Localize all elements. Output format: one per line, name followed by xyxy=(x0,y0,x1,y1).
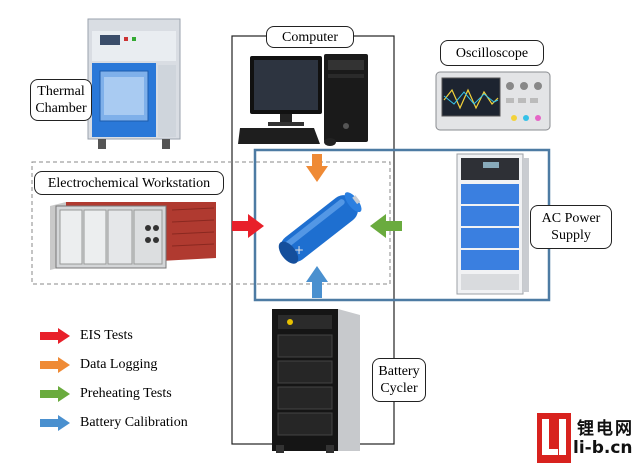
thermal-chamber-label-line1: Thermal xyxy=(37,84,85,99)
thermal-chamber-label-line2: Chamber xyxy=(35,101,87,116)
legend-item-battery-calibration: Battery Calibration xyxy=(40,413,188,433)
eis-tests-arrow xyxy=(232,214,264,238)
oscilloscope-image xyxy=(435,71,551,131)
ac-power-supply-label-line2: Supply xyxy=(551,228,591,243)
battery-calibration-arrow xyxy=(306,266,328,298)
preheating-tests-arrow xyxy=(370,214,402,238)
battery-cycler-label-line2: Cycler xyxy=(380,381,418,396)
svg-text:+: + xyxy=(294,243,304,257)
thermal-chamber-label: Thermal Chamber xyxy=(30,79,92,121)
battery-cell-image: + xyxy=(278,192,362,264)
battery-cycler-label: Battery Cycler xyxy=(372,358,426,402)
legend-item-preheating-tests: Preheating Tests xyxy=(40,384,172,404)
legend-label: Data Logging xyxy=(80,357,158,372)
oscilloscope-label-text: Oscilloscope xyxy=(455,45,529,61)
legend-label: Battery Calibration xyxy=(80,415,188,430)
green-arrow-icon xyxy=(40,386,70,402)
watermark-logo-mark xyxy=(537,413,571,463)
ac-power-supply-label: AC Power Supply xyxy=(530,205,612,249)
computer-label: Computer xyxy=(266,26,354,48)
logo-li-icon xyxy=(542,419,566,455)
blue-arrow-icon xyxy=(40,415,70,431)
legend-label: Preheating Tests xyxy=(80,386,172,401)
legend-label: EIS Tests xyxy=(80,328,133,343)
workstation-dashed-frame xyxy=(31,161,391,285)
battery-cycler-label-line1: Battery xyxy=(378,364,420,379)
watermark-url: li-b.cn xyxy=(573,438,633,458)
electrochemical-workstation-label: Electrochemical Workstation xyxy=(34,171,224,195)
legend-item-eis-tests: EIS Tests xyxy=(40,326,133,346)
data-logging-arrow xyxy=(306,154,328,182)
orange-arrow-icon xyxy=(40,357,70,373)
red-arrow-icon xyxy=(40,328,70,344)
thermal-chamber-image xyxy=(87,18,181,149)
watermark-chinese-text: 锂电网 xyxy=(577,419,634,439)
ac-power-supply-label-line1: AC Power xyxy=(541,211,601,226)
battery-cycler-image xyxy=(272,309,360,453)
legend-item-data-logging: Data Logging xyxy=(40,355,157,375)
electrochemical-workstation-image xyxy=(50,202,216,270)
electrochemical-workstation-label-text: Electrochemical Workstation xyxy=(47,175,211,191)
oscilloscope-label: Oscilloscope xyxy=(440,40,544,66)
computer-image xyxy=(238,54,368,146)
computer-label-text: Computer xyxy=(282,29,338,45)
ac-power-supply-image xyxy=(456,153,529,295)
